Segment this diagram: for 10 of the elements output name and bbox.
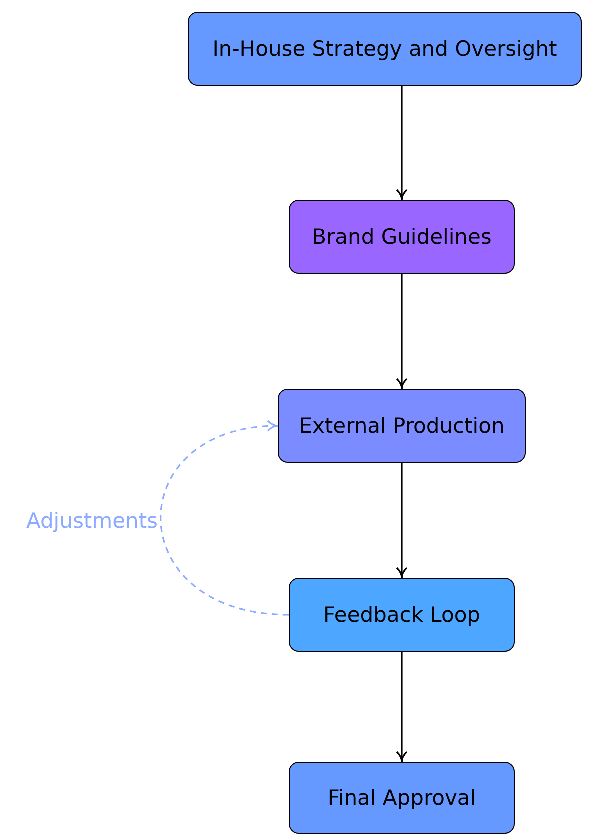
process-box (278, 389, 526, 463)
process-box (289, 200, 515, 274)
process-box (289, 762, 515, 834)
box-label: Feedback Loop (323, 603, 481, 627)
box-label: Final Approval (328, 786, 476, 810)
process-box (188, 12, 582, 86)
box-label: Brand Guidelines (312, 225, 492, 249)
box-label: External Production (299, 414, 505, 438)
box-label: In-House Strategy and Oversight (212, 37, 558, 61)
process-box (289, 578, 515, 652)
